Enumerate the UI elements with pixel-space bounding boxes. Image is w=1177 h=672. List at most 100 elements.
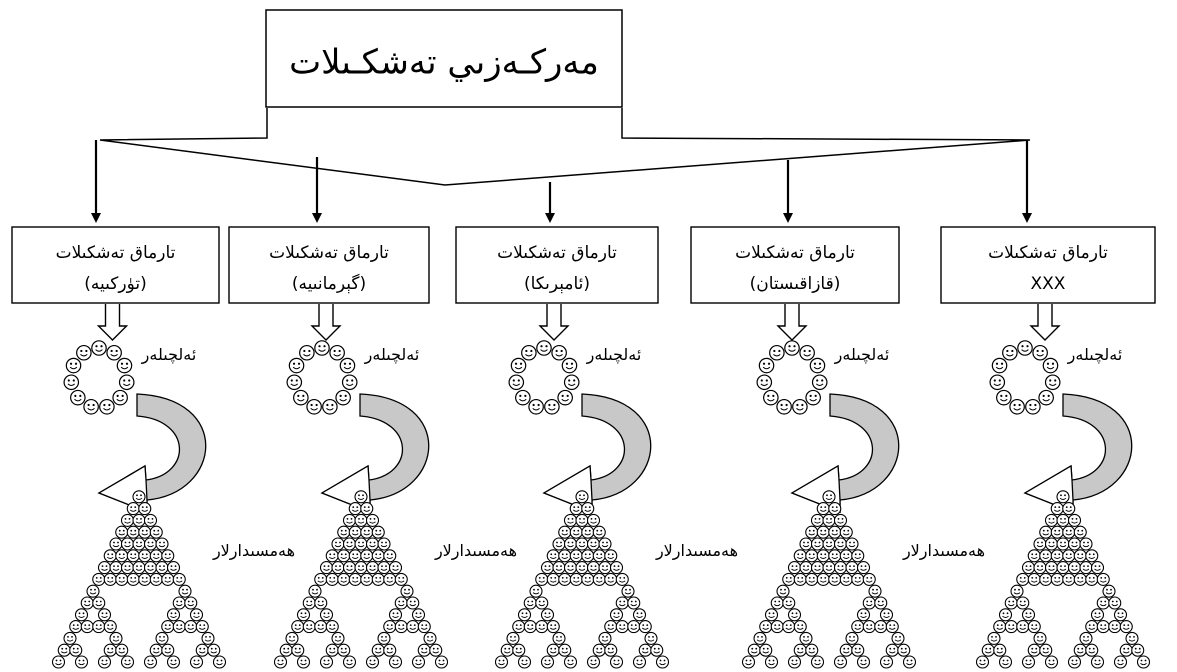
smiley-face-icon [1002, 344, 1018, 361]
branch-column: تارماق تەشكىلات(گېرمانىيە)ئەلچىلەرھەمسىد… [228, 157, 517, 669]
smiley-face-icon [365, 537, 380, 551]
smiley-face-icon [314, 620, 328, 634]
smiley-face-icon [383, 572, 397, 586]
smiley-face-icon [1016, 620, 1030, 634]
smiley-face-icon [756, 374, 773, 391]
smiley-face-icon [810, 537, 825, 551]
smiley-face-icon [120, 513, 135, 527]
smiley-face-icon [149, 643, 163, 657]
smiley-face-icon [195, 643, 209, 657]
smiley-face-icon [132, 490, 146, 504]
smiley-face-icon [296, 655, 311, 669]
smiley-face-icon [885, 643, 899, 657]
smiley-face-icon [1085, 643, 1099, 657]
smiley-face-icon [166, 561, 181, 575]
smiley-face-icon [592, 643, 606, 657]
smiley-face-icon [581, 502, 595, 516]
smiley-face-icon [569, 502, 583, 516]
agents-cluster [508, 340, 580, 415]
smiley-face-icon [598, 561, 612, 575]
smiley-face-icon [1044, 374, 1061, 391]
smiley-face-icon [494, 655, 509, 669]
smiley-face-icon [805, 572, 819, 586]
smiley-face-icon [360, 525, 374, 539]
smiley-face-icon [1010, 584, 1024, 598]
hollow-arrow [538, 304, 570, 341]
smiley-face-icon [1090, 561, 1105, 575]
smiley-face-icon [627, 596, 641, 610]
smiley-face-icon [92, 572, 106, 586]
smiley-face-icon [388, 608, 403, 622]
smiley-face-icon [558, 643, 572, 657]
smiley-face-icon [810, 561, 825, 575]
smiley-face-icon [586, 537, 601, 551]
smiley-face-icon [655, 655, 670, 669]
smiley-face-icon [828, 549, 842, 563]
branch-box [690, 226, 900, 304]
branch-title: تارماق تەشكىلات [735, 243, 855, 263]
smiley-face-icon [1027, 572, 1041, 586]
smiley-face-icon [423, 631, 437, 645]
branch-column: تارماق تەشكىلات(ئامېرىكا)ئەلچىلەرھەمسىدا… [455, 182, 738, 669]
smiley-face-icon [609, 561, 624, 575]
smiley-face-icon [1039, 643, 1053, 657]
smiley-face-icon [112, 389, 128, 406]
smiley-face-icon [166, 608, 181, 622]
smiley-face-icon [126, 502, 140, 516]
smiley-face-icon [975, 655, 990, 669]
smiley-face-icon [406, 596, 420, 610]
smiley-face-icon [822, 490, 836, 504]
agents-cluster [63, 340, 135, 415]
followers-pyramid [741, 490, 917, 669]
smiley-face-icon [535, 596, 549, 610]
smiley-face-icon [586, 561, 601, 575]
smiley-face-icon [1090, 608, 1105, 622]
smiley-face-icon [296, 608, 311, 622]
smiley-face-icon [1027, 620, 1041, 634]
smiley-face-icon [74, 608, 89, 622]
smiley-face-icon [63, 631, 77, 645]
smiley-face-icon [500, 643, 514, 657]
agents-label: ئەلچىلەر [586, 345, 642, 365]
smiley-face-icon [569, 549, 583, 563]
smiley-face-icon [879, 655, 894, 669]
branch-country: (تۈركىيە) [84, 274, 146, 294]
smiley-face-icon [1090, 655, 1105, 669]
smiley-face-icon [1073, 643, 1087, 657]
branch-title: تارماق تەشكىلات [269, 243, 389, 263]
smiley-face-icon [1113, 655, 1128, 669]
smiley-face-icon [132, 537, 146, 551]
followers-pyramid [273, 490, 449, 669]
smiley-face-icon [189, 608, 204, 622]
smiley-face-icon [308, 584, 322, 598]
smiley-face-icon [1044, 513, 1059, 527]
hollow-arrow [310, 304, 342, 341]
smiley-face-icon [342, 561, 357, 575]
smiley-face-icon [563, 513, 578, 527]
smiley-face-icon [1073, 525, 1087, 539]
smiley-face-icon [1079, 537, 1093, 551]
smiley-face-icon [563, 537, 578, 551]
smiley-face-icon [799, 631, 813, 645]
smiley-face-icon [97, 561, 112, 575]
smiley-face-icon [851, 549, 865, 563]
smiley-face-icon [354, 561, 368, 575]
smiley-face-icon [833, 561, 848, 575]
smiley-face-icon [1119, 643, 1133, 657]
smiley-face-icon [331, 537, 345, 551]
smiley-face-icon [561, 357, 578, 374]
smiley-face-icon [161, 572, 175, 586]
hollow-arrow [776, 304, 808, 341]
smiley-face-icon [1017, 340, 1033, 356]
smiley-face-icon [833, 537, 848, 551]
smiley-face-icon [360, 572, 374, 586]
smiley-face-icon [575, 537, 589, 551]
smiley-face-icon [109, 537, 123, 551]
smiley-face-icon [563, 561, 578, 575]
smiley-face-icon [1096, 572, 1110, 586]
smiley-face-icon [143, 537, 158, 551]
smiley-face-icon [172, 596, 186, 610]
smiley-face-icon [769, 344, 785, 361]
agents-cluster [989, 340, 1061, 415]
